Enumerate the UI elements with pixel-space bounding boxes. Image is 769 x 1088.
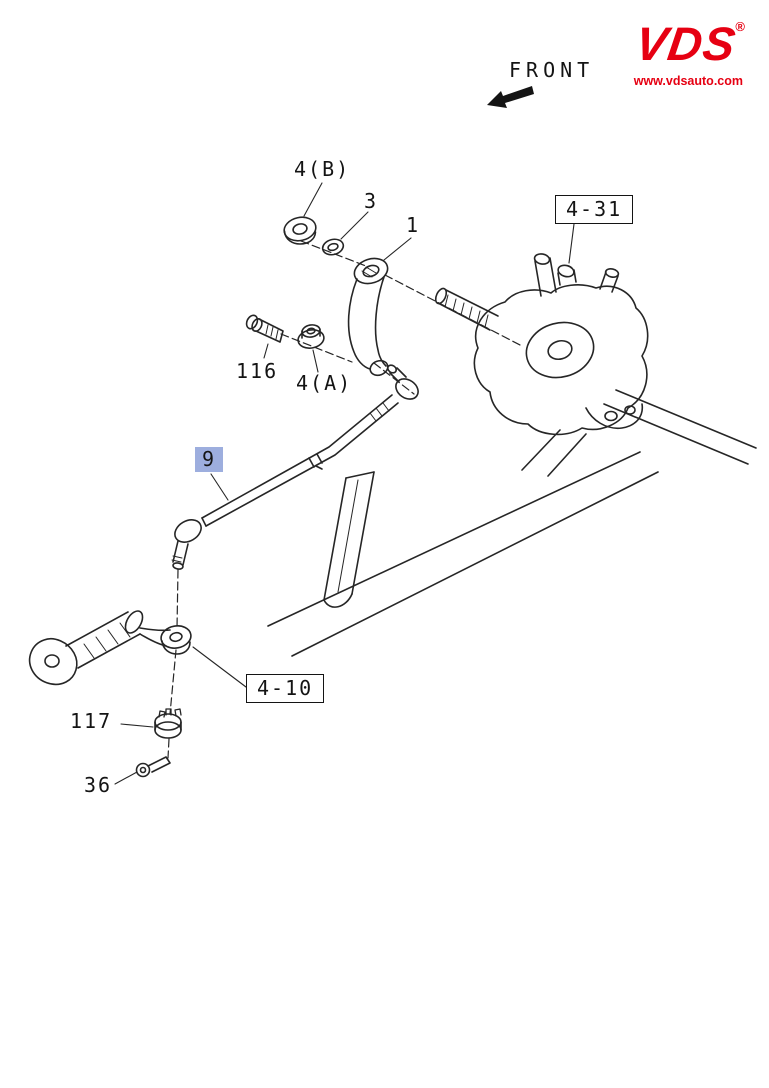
assembly-center-lines [167,240,521,759]
brand-logo-text: VDS [632,17,740,70]
part-nut-4b [283,216,317,245]
part-clip-36 [135,756,171,778]
part-label-9[interactable]: 9 [195,447,224,472]
part-label-3[interactable]: 3 [364,189,379,213]
brand-website: www.vdsauto.com [633,74,743,88]
part-label-117[interactable]: 117 [70,709,113,733]
part-label-1[interactable]: 1 [406,213,421,237]
front-direction-label: FRONT [509,58,595,82]
part-pitman-arm-1 [347,257,389,377]
part-bolt-116 [245,314,284,343]
part-label-36[interactable]: 36 [84,773,113,797]
frame-rails [267,389,757,657]
leader-lines [114,182,575,785]
registered-trademark-icon: ® [735,19,745,34]
part-washer-3 [321,238,345,256]
part-steering-gear-4-31 [434,253,649,436]
part-knuckle-arm [28,610,192,686]
part-drag-link-9 [171,364,419,570]
front-arrow-icon [487,86,534,108]
part-label-4a[interactable]: 4(A) [296,371,353,395]
part-label-4b[interactable]: 4(B) [294,157,351,181]
brand-logo: VDS® [632,17,745,70]
part-castle-nut-117 [154,708,182,739]
part-label-116[interactable]: 116 [236,359,279,383]
part-label-4-10[interactable]: 4-10 [246,674,325,703]
part-label-4-31[interactable]: 4-31 [555,195,634,224]
